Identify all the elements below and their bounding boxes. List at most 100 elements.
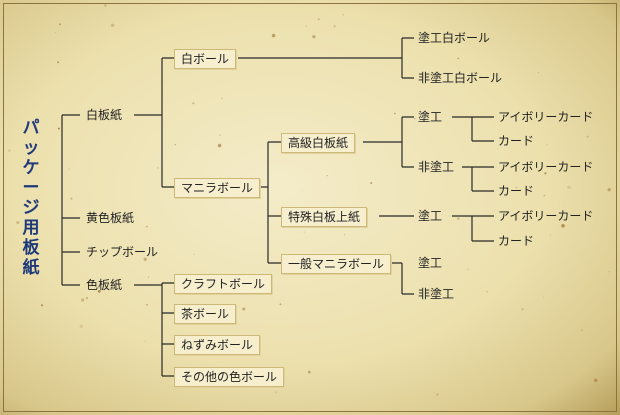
speckle: [486, 290, 488, 293]
node-craft-ball: クラフトボール: [174, 274, 273, 294]
speckle: [279, 303, 282, 306]
speckle: [567, 185, 571, 189]
node-ippan-manila: 一般マニラボール: [281, 254, 392, 274]
node-koukyuu-hakuban: 高級白板紙: [281, 133, 356, 153]
speckle: [343, 234, 345, 236]
node-ippan-uncoated: 非塗工: [418, 287, 455, 301]
speckle: [326, 175, 328, 177]
speckle: [219, 134, 221, 136]
node-hakuban: 白板紙: [86, 108, 123, 122]
speckle: [143, 257, 147, 261]
speckle: [221, 97, 223, 100]
speckle: [312, 35, 316, 39]
speckle: [586, 135, 589, 138]
speckle: [544, 172, 547, 175]
node-koukyuu-uncoated-ivory-card: アイボリーカード: [498, 160, 594, 174]
node-other-color-ball: その他の色ボール: [174, 367, 285, 387]
node-kiiro-itagami: 黄色板紙: [86, 211, 135, 225]
speckle: [40, 304, 44, 307]
connector: [134, 282, 174, 377]
speckle: [543, 194, 546, 197]
speckle: [68, 168, 70, 170]
speckle: [549, 234, 551, 236]
connector: [255, 141, 281, 264]
speckle: [303, 231, 305, 233]
speckle: [608, 271, 610, 273]
node-koukyuu-coated: 塗工: [418, 110, 443, 124]
connector: [238, 37, 414, 79]
speckle: [193, 253, 195, 255]
speckle: [537, 72, 539, 74]
speckle: [607, 188, 611, 192]
node-cha-ball: 茶ボール: [174, 304, 237, 324]
speckle: [581, 329, 583, 332]
node-koukyuu-coated-card: カード: [498, 134, 535, 148]
connector: [363, 116, 414, 168]
speckle: [594, 378, 598, 382]
speckle: [104, 4, 107, 7]
speckle: [144, 340, 146, 343]
speckle: [467, 268, 469, 270]
speckle: [546, 143, 548, 146]
node-koukyuu-coated-ivory-card: アイボリーカード: [498, 110, 594, 124]
speckle: [342, 13, 345, 16]
connector: [452, 215, 494, 242]
connector: [62, 114, 80, 286]
speckle: [436, 393, 439, 396]
speckle: [414, 118, 416, 120]
node-tokushu-ivory-card: アイボリーカード: [498, 209, 594, 223]
speckle: [301, 190, 303, 192]
speckle: [271, 33, 276, 38]
connector: [462, 166, 494, 192]
node-chip-ball: チップボール: [86, 245, 159, 259]
node-coated-shiro-ball: 塗工白ボール: [418, 31, 491, 45]
speckle: [515, 186, 518, 189]
node-uncoated-shiro-ball: 非塗工白ボール: [418, 71, 503, 85]
node-shiro-ball: 白ボール: [174, 49, 237, 69]
connector: [452, 116, 494, 142]
speckle: [457, 217, 460, 220]
speckle: [521, 308, 524, 311]
speckle: [542, 296, 544, 298]
speckle: [317, 18, 320, 21]
root-title: パッケージ用板紙: [22, 118, 40, 278]
speckle: [70, 197, 73, 200]
speckle: [16, 220, 20, 225]
speckle: [79, 324, 83, 328]
speckle: [8, 149, 11, 152]
speckle: [147, 276, 150, 278]
speckle: [81, 298, 85, 302]
speckle: [126, 217, 128, 220]
speckle: [561, 224, 565, 228]
connector: [134, 57, 174, 188]
speckle: [85, 296, 89, 300]
speckle: [307, 370, 311, 374]
speckle: [57, 127, 60, 130]
node-nezumi-ball: ねずみボール: [174, 335, 261, 355]
speckle: [394, 112, 396, 115]
node-ippan-coated: 塗工: [418, 256, 443, 270]
speckle: [174, 143, 176, 146]
speckle: [54, 32, 57, 34]
speckle: [57, 61, 60, 64]
speckle: [192, 102, 195, 105]
node-tokushu-card: カード: [498, 234, 535, 248]
speckle: [217, 143, 222, 148]
node-tokushu-hakuban: 特殊白板上紙: [281, 207, 368, 227]
speckle: [275, 391, 277, 393]
node-tokushu-coated: 塗工: [418, 209, 443, 223]
node-koukyuu-uncoated-card: カード: [498, 184, 535, 198]
speckle: [457, 57, 459, 60]
speckle: [59, 23, 61, 26]
speckle: [305, 25, 308, 27]
speckle: [146, 303, 148, 306]
speckle: [146, 225, 148, 228]
speckle: [156, 166, 160, 169]
speckle: [370, 182, 373, 184]
node-iro-itagami: 色板紙: [86, 278, 123, 292]
speckle: [333, 25, 336, 28]
connector: [392, 262, 414, 295]
speckle: [97, 290, 101, 293]
